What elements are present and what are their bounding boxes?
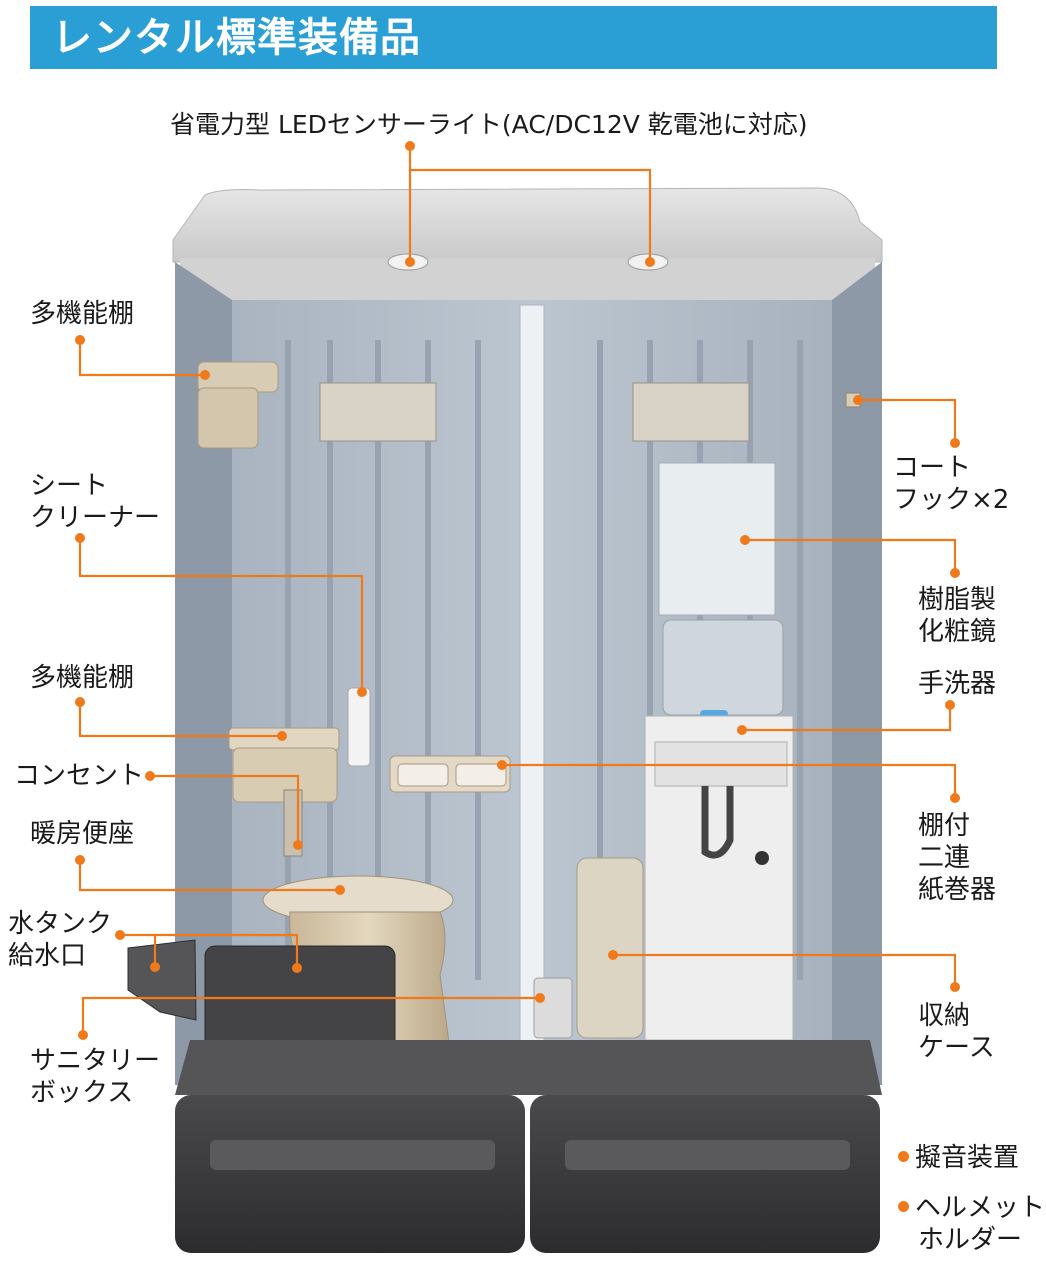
- label-sound-device: 擬音装置: [898, 1142, 1019, 1174]
- label-water-tank: 水タンク給水口: [8, 909, 113, 971]
- right-side-wall: [832, 262, 882, 1085]
- leader-lines: [78, 146, 957, 1035]
- left-side-wall: [175, 262, 232, 1085]
- seat-cleaner-icon: [347, 687, 371, 767]
- label-coat-hook: コートフック×2: [893, 453, 1010, 515]
- base: [175, 1095, 880, 1253]
- title-bar: [30, 6, 997, 69]
- roof: [172, 187, 883, 300]
- label-paper-holder: 棚付二連紙巻器: [918, 811, 997, 905]
- water-tank: [127, 939, 396, 1063]
- label-seat-cleaner: シートクリーナー: [30, 471, 161, 533]
- page-title: レンタル標準装備品: [52, 15, 421, 61]
- leader-dots: [75, 141, 960, 1040]
- center-pole: [519, 304, 545, 1076]
- label-hand-wash: 手洗器: [918, 669, 997, 699]
- label-storage-case: 収納ケース: [918, 1001, 995, 1063]
- label-heated-seat: 暖房便座: [30, 819, 135, 849]
- label-sanitary-box: サニタリーボックス: [30, 1046, 161, 1108]
- label-mirror: 樹脂製化粧鏡: [918, 585, 997, 647]
- label-led-sensor-light: 省電力型 LEDセンサーライト(AC/DC12V 乾電池に対応): [170, 110, 808, 139]
- hand-wash-unit: [644, 619, 794, 1041]
- label-multi-shelf-mid: 多機能棚: [30, 663, 135, 693]
- label-helmet-holder: ヘルメット ホルダー: [898, 1192, 1045, 1256]
- label-multi-shelf-top: 多機能棚: [30, 299, 135, 329]
- sanitary-box: [533, 977, 573, 1039]
- floor: [175, 1040, 882, 1095]
- label-outlet: コンセント: [14, 761, 145, 791]
- storage-case: [576, 857, 644, 1039]
- paper-holder: [389, 755, 511, 793]
- multi-shelf-top: [197, 361, 279, 449]
- vent-icon: [319, 382, 750, 442]
